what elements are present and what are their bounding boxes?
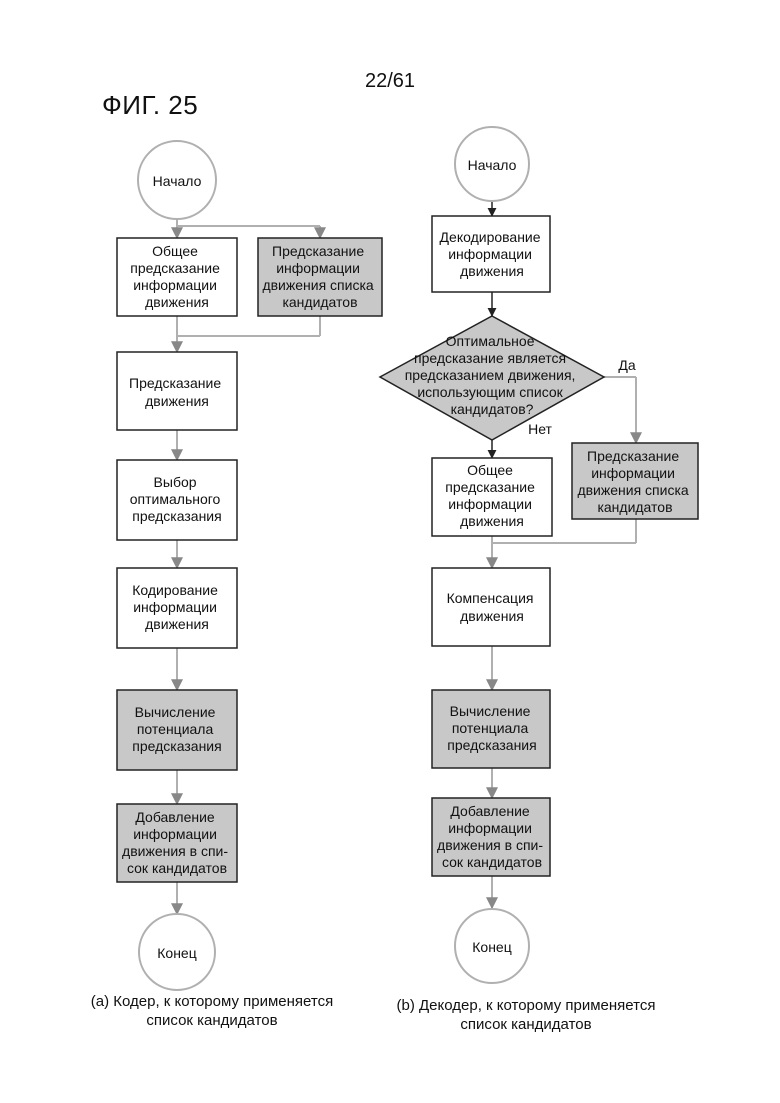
dec-end-label: Конец [472,939,511,955]
enc-end-label: Конец [157,945,196,961]
enc-start-label: Начало [153,173,202,189]
enc-potential-label: Вычисление потенциала предсказания [132,704,221,754]
encoder-caption: (a) Кодер, к которому применяется список… [52,992,372,1030]
decoder-caption-line1: (b) Декодер, к которому применяется [366,996,686,1015]
decoder-caption: (b) Декодер, к которому применяется спис… [366,996,686,1034]
dec-no-label: Нет [528,421,552,437]
encoder-caption-line1: (a) Кодер, к которому применяется [52,992,372,1011]
dec-yes-label: Да [618,357,635,373]
dec-start-label: Начало [468,157,517,173]
dec-add-label: Добавление информации движения в спи- со… [437,803,547,870]
dec-potential-label: Вычисление потенциала предсказания [447,703,536,753]
enc-coding-label: Кодирование информации движения [132,582,222,632]
enc-add-label: Добавление информации движения в спи- со… [122,809,232,876]
encoder-text: Начало Общее предсказание информации дви… [122,173,378,961]
dec-compensation-box [432,568,550,646]
encoder-caption-line2: список кандидатов [52,1011,372,1030]
enc-motion-box [117,352,237,430]
decoder-caption-line2: список кандидатов [366,1015,686,1034]
